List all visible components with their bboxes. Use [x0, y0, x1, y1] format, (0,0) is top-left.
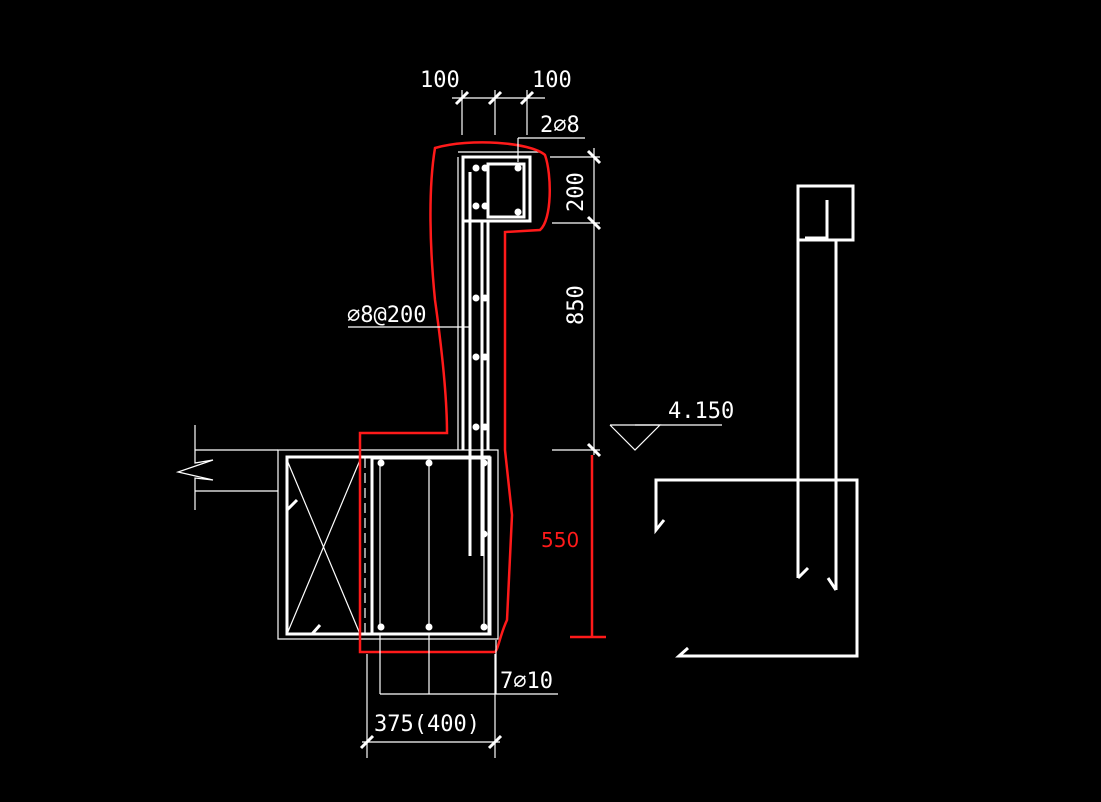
dim-wall-height: 850: [564, 285, 589, 325]
top-bar-leader: [517, 137, 585, 162]
vertical-dimension-line: [550, 148, 602, 458]
stirrup-label: ⌀8@200: [347, 303, 426, 328]
top-bar-label: 2⌀8: [540, 113, 580, 138]
red-outline: [358, 141, 551, 654]
elevation-label: 4.150: [668, 399, 734, 424]
bottom-dimension-line: [359, 634, 503, 758]
dim-top-right: 100: [532, 68, 572, 93]
top-dimension-line: [452, 90, 545, 135]
elevation-mark: [609, 424, 722, 451]
ring-beam: [277, 449, 499, 640]
slab-break: [175, 425, 278, 510]
dim-top-left: 100: [420, 68, 460, 93]
dim-width: 375(400): [374, 712, 480, 737]
stirrup-leader: [348, 300, 471, 328]
red-dimension: [570, 455, 606, 639]
wall-stem: [457, 157, 490, 556]
rebar-dots: [377, 164, 522, 631]
bottom-bar-leader: [495, 640, 558, 695]
bottom-bar-label: 7⌀10: [500, 669, 553, 694]
red-dimension-label: 550: [541, 528, 579, 552]
dim-beam-height: 200: [564, 172, 589, 212]
rebar-detail: [654, 184, 859, 658]
